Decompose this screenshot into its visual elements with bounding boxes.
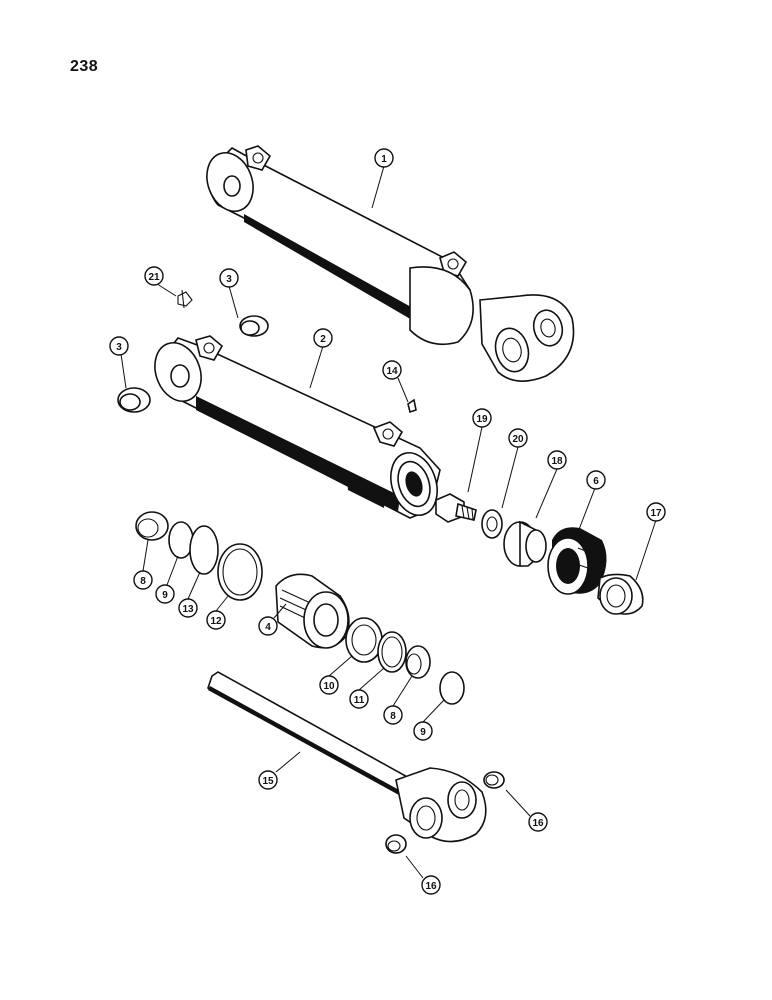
callout-16-bottom: 16 — [421, 875, 441, 895]
callout-label: 18 — [551, 456, 563, 467]
assembled-cylinder — [206, 145, 575, 382]
callout-label: 21 — [148, 272, 160, 283]
callout-label: 9 — [420, 727, 426, 738]
callout-8-left: 8 — [133, 570, 153, 590]
piston — [547, 527, 607, 595]
callout-21: 21 — [144, 266, 164, 286]
callout-label: 1 — [381, 154, 387, 165]
end-ring — [597, 573, 644, 615]
rod-bushing-bottom — [385, 834, 407, 854]
callout-label: 8 — [140, 576, 146, 587]
callout-20: 20 — [508, 428, 528, 448]
callout-4: 4 — [258, 616, 278, 636]
backup-ring-11 — [377, 631, 407, 673]
callout-label: 11 — [354, 695, 365, 706]
grease-fitting — [177, 289, 193, 309]
page-number: 238 — [70, 58, 99, 75]
cylinder-head — [275, 573, 350, 649]
set-screw — [407, 398, 417, 414]
callout-3-upper: 3 — [219, 268, 239, 288]
seal-10 — [345, 617, 383, 663]
callout-18: 18 — [547, 450, 567, 470]
callout-3-left: 3 — [109, 336, 129, 356]
callout-9-right: 9 — [413, 721, 433, 741]
leader-lines — [120, 165, 657, 879]
callout-label: 2 — [320, 334, 326, 345]
bushing-left — [117, 387, 151, 413]
callout-label: 12 — [210, 616, 222, 627]
cylinder-barrel — [154, 335, 441, 519]
callout-19: 19 — [472, 408, 492, 428]
callout-10: 10 — [319, 675, 339, 695]
o-ring-13 — [189, 525, 219, 575]
callout-label: 16 — [425, 881, 437, 892]
callout-label: 9 — [162, 590, 168, 601]
callout-9-left: 9 — [155, 584, 175, 604]
washer — [481, 509, 503, 539]
callout-16-right: 16 — [528, 812, 548, 832]
callout-17: 17 — [646, 502, 666, 522]
callout-label: 3 — [226, 274, 232, 285]
callout-label: 13 — [182, 604, 194, 615]
callout-label: 3 — [116, 342, 122, 353]
callout-label: 19 — [476, 414, 488, 425]
piston-bolt — [435, 493, 477, 523]
callout-label: 4 — [265, 622, 271, 633]
callout-1: 1 — [374, 148, 394, 168]
callout-label: 10 — [323, 681, 335, 692]
callout-label: 14 — [386, 366, 398, 377]
piston-rod — [207, 671, 487, 843]
backup-ring-12 — [217, 543, 263, 601]
callout-label: 16 — [532, 818, 544, 829]
callout-label: 15 — [262, 776, 274, 787]
callout-15: 15 — [258, 770, 278, 790]
o-ring-9-right — [439, 671, 465, 705]
callout-2: 2 — [313, 328, 333, 348]
callout-13: 13 — [178, 598, 198, 618]
callout-label: 8 — [390, 711, 396, 722]
callout-label: 20 — [512, 434, 524, 445]
rod-bushing-right — [483, 771, 505, 789]
callout-8-right: 8 — [383, 705, 403, 725]
callout-6: 6 — [586, 470, 606, 490]
callout-label: 6 — [593, 476, 599, 487]
rod-wiper-right — [405, 645, 431, 679]
rod-wiper-left — [135, 511, 169, 541]
callout-11: 11 — [349, 689, 369, 709]
callout-14: 14 — [382, 360, 402, 380]
piston-spacer — [503, 520, 547, 567]
callout-label: 17 — [650, 508, 662, 519]
callout-12: 12 — [206, 610, 226, 630]
bushing-upper — [239, 315, 269, 337]
